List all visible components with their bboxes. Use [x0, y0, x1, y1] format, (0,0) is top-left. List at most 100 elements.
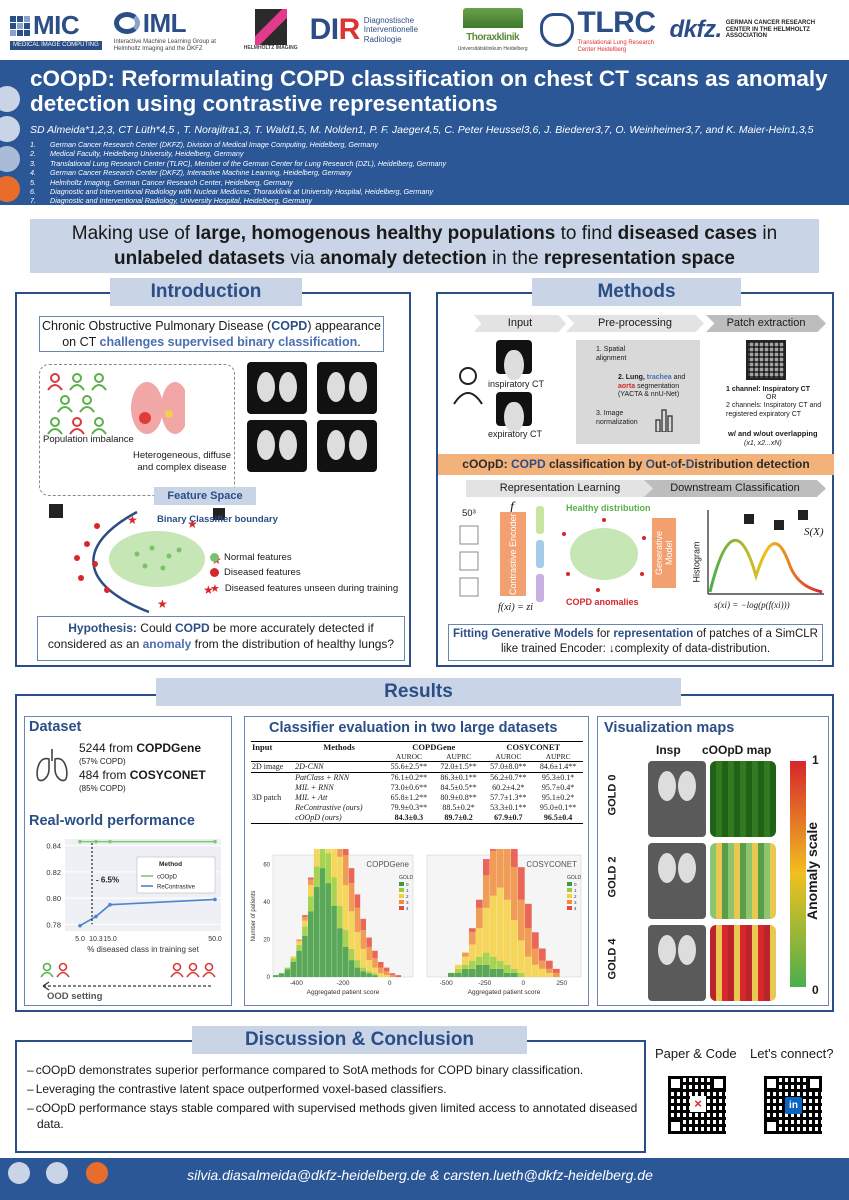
table-cell: 2D image [252, 762, 284, 771]
histogram-bar [504, 972, 511, 977]
preprocessing-box [576, 340, 700, 444]
histogram-bar [455, 968, 462, 973]
legend-label: 3 [574, 900, 577, 905]
results-table: Input Methods COPDGene COSYCONET AUROC A… [251, 741, 583, 824]
lungs-icon [36, 749, 68, 782]
gear-icon [113, 12, 140, 35]
histogram-bar [354, 894, 361, 908]
table-cell: 84.6±1.4** [539, 762, 577, 771]
histogram-bar [308, 896, 314, 912]
histogram-bar [539, 968, 546, 977]
population-figure [47, 373, 185, 435]
histogram-bar [366, 971, 372, 974]
histogram-bar [469, 960, 476, 969]
classifier-evaluation-title: Classifier evaluation in two large datas… [269, 720, 558, 736]
x-tick-label: -400 [290, 980, 303, 987]
histogram-bar [343, 849, 349, 855]
histogram-bar [366, 946, 372, 961]
helmholtz-imaging-logo: HELMHOLTZ IMAGING [243, 8, 298, 52]
table-cell: 3D patch [252, 793, 282, 802]
histogram-bar [383, 971, 390, 976]
introduction-panel: Chronic Obstructive Pulmonary Disease (C… [15, 292, 411, 667]
copd-text: ) appearance on CT [62, 319, 382, 349]
decor-circle-1 [0, 86, 20, 112]
table-cell [251, 803, 294, 813]
paper-qr-code[interactable]: × [668, 1076, 726, 1134]
linkedin-qr-code[interactable]: in [764, 1076, 822, 1134]
histogram-bar [378, 973, 384, 977]
histogram-bar [476, 928, 483, 957]
insp-ct-gold2 [648, 843, 706, 919]
legend-label: 3 [406, 900, 409, 905]
table-cell: MIL + RNN [295, 783, 334, 792]
anomaly-scale-label: Anomaly scale [804, 821, 820, 921]
table-cell: 55.6±2.5** [390, 762, 428, 771]
x-tick-label: -200 [336, 980, 349, 987]
tagline-bold: representation space [543, 248, 735, 269]
histogram-bar [296, 950, 302, 977]
grid-icon [10, 15, 30, 36]
insp-column-label: Insp [656, 743, 681, 757]
decor-circle-3 [0, 146, 20, 172]
histogram-bar [469, 968, 476, 977]
coopd-map-column-label: cOOpD map [702, 743, 772, 757]
copd-text-bold: COPD [271, 319, 308, 333]
table-header: COPDGene [384, 741, 484, 752]
hypothesis-label: Hypothesis: [68, 621, 137, 635]
table-cell: MIL + Att [295, 793, 328, 802]
histogram-bar [290, 956, 297, 959]
histogram-bar [354, 967, 361, 977]
table-cell: 73.0±0.6** [390, 783, 428, 792]
legend-swatch [399, 894, 404, 898]
histogram-bar [532, 964, 539, 977]
histogram-bar [518, 899, 525, 941]
fitting-text: of patches of a SimCLR like trained Enco… [500, 628, 818, 655]
dir-logo-name-b: R [338, 13, 361, 46]
hypothesis-text: Could [136, 621, 175, 635]
histogram-bar [343, 855, 349, 886]
table-cell: 76.1±0.2** [384, 772, 434, 783]
y-tick-label: 60 [263, 862, 270, 868]
table-cell: 89.7±0.2 [433, 813, 484, 824]
qr-corner [711, 1076, 726, 1091]
histogram-bar [296, 941, 302, 946]
decor-circle-6 [46, 1162, 68, 1184]
ood-label: OOD setting [47, 991, 103, 1002]
histogram-axis-label: Histogram [691, 541, 702, 583]
histogram-bar [389, 973, 396, 976]
insp-ct-gold4 [648, 925, 706, 1001]
ct-image [247, 420, 307, 472]
tagline-bold: diseased cases [617, 223, 758, 244]
iml-logo-sub: Interactive Machine Learning Group at He… [113, 38, 216, 52]
histogram-bar [525, 903, 532, 929]
legend-swatch [567, 894, 572, 898]
patch-overlap: w/ and w/out overlapping [728, 429, 818, 438]
paper-code-label: Paper & Code [655, 1046, 737, 1061]
legend-title: GOLD [567, 875, 582, 881]
table-header: Input [251, 741, 295, 752]
histogram-bar [553, 968, 560, 973]
histogram-bar [490, 895, 497, 957]
histogram-bar [284, 969, 291, 977]
close-icon: × [690, 1096, 706, 1112]
table-row: 2D image 2D-CNN 55.6±2.5** 72.0±1.5** 57… [251, 762, 583, 773]
table-header: AUPRC [433, 752, 484, 762]
methods-heading: Methods [532, 278, 741, 306]
poster-title: cOOpD: Reformulating COPD classification… [30, 66, 828, 116]
table-header-row: AUROC AUPRC AUROC AUPRC [251, 752, 583, 762]
lungs-icon [131, 382, 185, 434]
y-tick-label: 0.80 [46, 894, 61, 903]
pre-text-trachea: trachea [646, 374, 672, 381]
table-cell: 95.3±0.1* [533, 772, 583, 783]
legend-label: 2 [406, 894, 409, 899]
feature-space-figure: ★★★★★ [49, 504, 225, 614]
x-tick-label: 250 [556, 980, 567, 987]
footer: silvia.diasalmeida@dkfz-heidelberg.de & … [0, 1158, 849, 1200]
helmholtz-logo-sub: HELMHOLTZ IMAGING [243, 44, 298, 51]
encoder-function-label: f [510, 500, 514, 515]
data-point [213, 897, 217, 902]
table-cell: 53.3±0.1** [490, 803, 527, 812]
legend-unseen: ★Diseased features unseen during trainin… [210, 582, 398, 595]
contact-emails[interactable]: silvia.diasalmeida@dkfz-heidelberg.de & … [187, 1167, 653, 1183]
histogram-bar [337, 905, 343, 929]
